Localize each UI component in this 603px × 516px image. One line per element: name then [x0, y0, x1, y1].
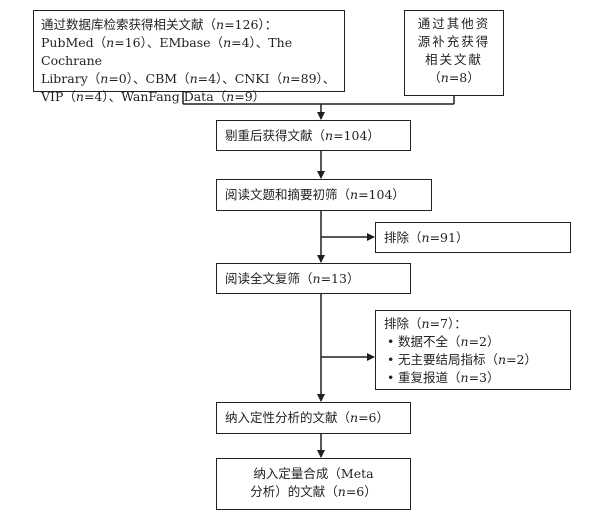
excluded-reason-incomplete-data: 数据不全（n=2）	[384, 333, 562, 351]
excluded-reason-no-primary-outcome: 无主要结局指标（n=2）	[384, 351, 562, 369]
other-sources-line-1: 通过其他资	[417, 16, 491, 31]
qualitative-analysis-box: 纳入定性分析的文献（n=6）	[216, 402, 411, 434]
meta-analysis-box: 纳入定量合成（Meta 分析）的文献（n=6）	[216, 458, 411, 510]
excluded-first-text: 排除（n=91）	[384, 230, 469, 245]
qualitative-analysis-text: 纳入定性分析的文献（n=6）	[225, 410, 390, 425]
title-abstract-screening-box: 阅读文题和摘要初筛（n=104）	[216, 179, 432, 211]
other-sources-line-3: 相关文献	[424, 52, 483, 67]
database-search-line-1: 通过数据库检索获得相关文献（n=126）：	[41, 17, 278, 32]
database-search-line-3: Library（n=0）、CBM（n=4）、CNKI（n=89）、	[41, 71, 336, 86]
meta-analysis-line-2: 分析）的文献（n=6）	[250, 484, 377, 499]
database-search-line-2: PubMed（n=16）、EMbase（n=4）、The Cochrane	[41, 35, 293, 68]
other-sources-line-2: 源补充获得	[417, 34, 491, 49]
fulltext-screening-text: 阅读全文复筛（n=13）	[225, 271, 360, 286]
meta-analysis-line-1: 纳入定量合成（Meta	[253, 466, 374, 481]
excluded-reason-duplicate-report: 重复报道（n=3）	[384, 369, 562, 387]
excluded-first-box: 排除（n=91）	[375, 222, 571, 253]
database-search-box: 通过数据库检索获得相关文献（n=126）： PubMed（n=16）、EMbas…	[33, 10, 345, 104]
deduplicated-text: 剔重后获得文献（n=104）	[225, 128, 380, 143]
excluded-second-box: 排除（n=7）： 数据不全（n=2） 无主要结局指标（n=2） 重复报道（n=3…	[375, 310, 571, 390]
fulltext-screening-box: 阅读全文复筛（n=13）	[216, 263, 411, 294]
other-sources-box: 通过其他资 源补充获得 相关文献 （n=8）	[404, 10, 504, 96]
deduplicated-box: 剔重后获得文献（n=104）	[216, 120, 411, 151]
other-sources-line-4: （n=8）	[428, 70, 480, 85]
excluded-second-title: 排除（n=7）：	[384, 316, 467, 331]
title-abstract-screening-text: 阅读文题和摘要初筛（n=104）	[225, 187, 405, 202]
database-search-line-4: VIP（n=4）、WanFang Data（n=9）	[41, 89, 266, 104]
